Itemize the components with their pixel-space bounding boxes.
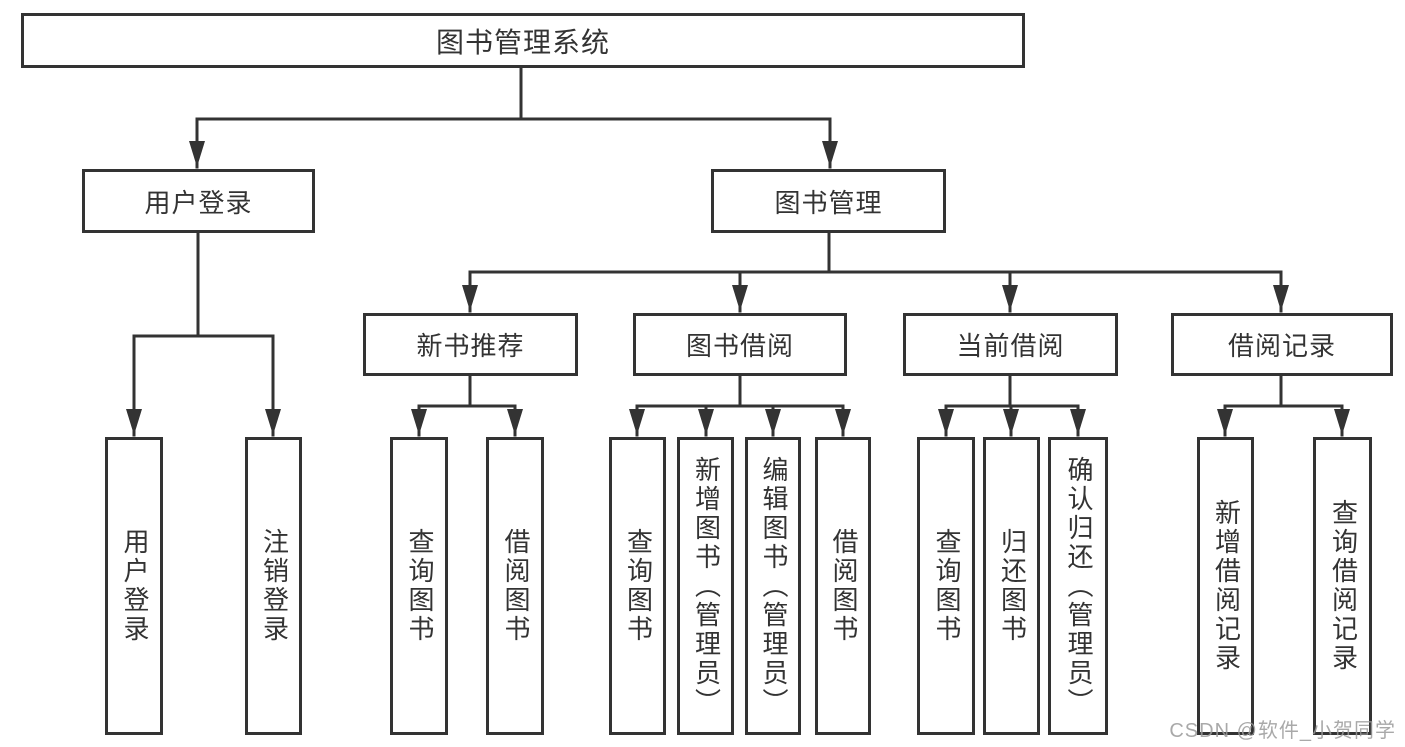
leaf-logout: 注销登录 bbox=[245, 437, 302, 735]
leaf-borrowing-borrow-books: 借阅图书 bbox=[815, 437, 871, 735]
leaf-records-query-record: 查询借阅记录 bbox=[1313, 437, 1372, 735]
leaf-borrowing-add-books-admin: 新增图书（管理员） bbox=[677, 437, 734, 735]
leaf-borrowing-query-books: 查询图书 bbox=[609, 437, 666, 735]
branch-user-login: 用户登录 bbox=[82, 169, 315, 233]
leaf-borrowing-edit-books-admin: 编辑图书（管理员） bbox=[745, 437, 801, 735]
node-root: 图书管理系统 bbox=[21, 13, 1025, 68]
csdn-watermark: CSDN @软件_小贺同学 bbox=[1169, 720, 1396, 742]
leaf-user-login: 用户登录 bbox=[105, 437, 163, 735]
leaf-recommend-query-books: 查询图书 bbox=[390, 437, 448, 735]
leaf-current-return-books: 归还图书 bbox=[983, 437, 1040, 735]
leaf-current-query-books: 查询图书 bbox=[917, 437, 975, 735]
branch-book-management: 图书管理 bbox=[711, 169, 946, 233]
leaf-recommend-borrow-books: 借阅图书 bbox=[486, 437, 544, 735]
module-new-book-recommend: 新书推荐 bbox=[363, 313, 578, 376]
leaf-current-confirm-return-admin: 确认归还（管理员） bbox=[1048, 437, 1108, 735]
module-book-borrowing: 图书借阅 bbox=[633, 313, 847, 376]
module-current-borrowing: 当前借阅 bbox=[903, 313, 1118, 376]
module-borrowing-records: 借阅记录 bbox=[1171, 313, 1393, 376]
leaf-records-add-record: 新增借阅记录 bbox=[1197, 437, 1254, 735]
